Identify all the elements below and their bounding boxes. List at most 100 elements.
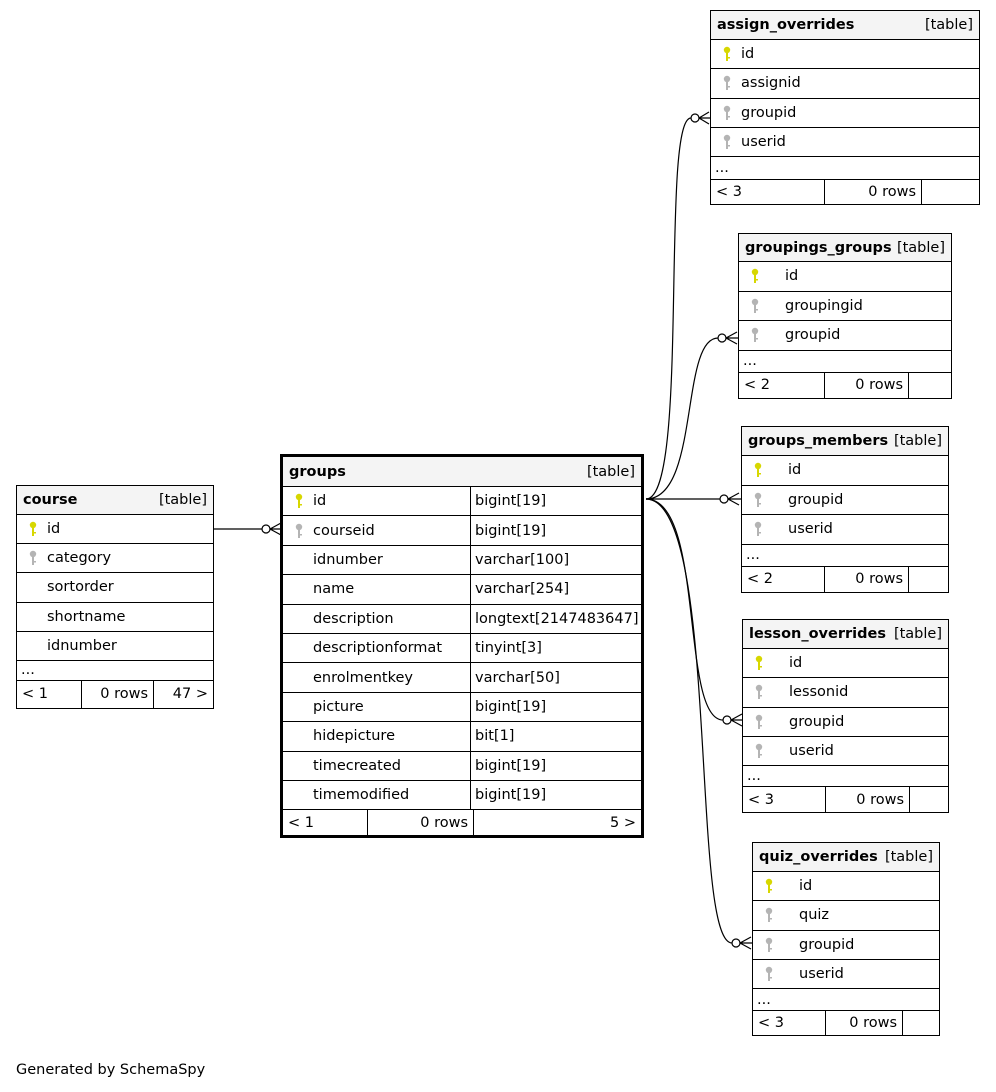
parent-count[interactable]: < 3	[758, 1015, 784, 1032]
column-name: groupid	[788, 491, 844, 508]
column-row[interactable]: userid	[711, 128, 979, 158]
column-type: varchar[50]	[475, 669, 560, 686]
column-row[interactable]: id	[17, 515, 213, 545]
table-type-tag: [table]	[924, 17, 973, 33]
more-columns-ellipsis[interactable]: ...	[743, 766, 948, 788]
child-count[interactable]: 5 >	[473, 810, 641, 836]
parent-count[interactable]: < 1	[22, 686, 48, 703]
column-row[interactable]: quiz	[753, 901, 939, 931]
column-name-cell: userid	[742, 515, 833, 544]
parent-count[interactable]: < 2	[747, 571, 773, 587]
column-row[interactable]: groupingid	[739, 292, 951, 321]
more-columns-ellipsis[interactable]: ...	[742, 545, 948, 567]
parent-count[interactable]: < 1	[288, 814, 314, 831]
table-type-tag: [table]	[893, 626, 942, 642]
child-count[interactable]	[908, 372, 951, 398]
child-count[interactable]	[909, 787, 948, 813]
child-count[interactable]	[902, 1011, 939, 1036]
column-row[interactable]: groupid	[742, 486, 948, 515]
foreign-key-icon	[759, 907, 779, 923]
column-name-cell: picture	[283, 692, 471, 722]
foreign-key-icon	[749, 714, 769, 730]
column-name: userid	[799, 966, 844, 983]
column-row[interactable]: category	[17, 544, 213, 574]
child-count[interactable]: 47 >	[153, 680, 213, 708]
column-name-cell: timemodified	[283, 780, 471, 810]
column-name-cell: userid	[753, 960, 844, 988]
table-header: lesson_overrides [table]	[743, 620, 948, 649]
more-columns-ellipsis[interactable]: ...	[753, 989, 939, 1012]
column-row[interactable]: id	[743, 649, 948, 679]
parent-count[interactable]: < 3	[748, 791, 774, 808]
foreign-key-icon	[23, 550, 43, 566]
table-name: lesson_overrides	[749, 626, 886, 642]
link-groups-groupings-groups	[645, 337, 719, 500]
column-row[interactable]: id	[739, 262, 951, 292]
primary-key-icon	[717, 46, 737, 62]
table-name: quiz_overrides	[759, 849, 878, 865]
column-name: enrolmentkey	[313, 669, 413, 686]
row-count: 0 rows	[825, 1011, 902, 1036]
more-columns-ellipsis[interactable]: ...	[739, 351, 951, 373]
more-columns-ellipsis[interactable]: ...	[17, 661, 213, 681]
column-type: bigint[19]	[475, 493, 547, 510]
column-row[interactable]: userid	[742, 515, 948, 545]
parent-count[interactable]: < 2	[744, 377, 770, 393]
column-row[interactable]: groupid	[743, 708, 948, 737]
column-row[interactable]: groupid	[711, 99, 979, 128]
column-row[interactable]: enrolmentkey varchar[50]	[283, 663, 641, 693]
column-name: idnumber	[47, 637, 117, 654]
column-row[interactable]: userid	[753, 960, 939, 990]
column-name-cell: id	[711, 40, 754, 68]
primary-key-icon	[23, 521, 43, 537]
column-row[interactable]: lessonid	[743, 678, 948, 708]
foreign-key-icon	[717, 105, 737, 121]
column-name-cell: shortname	[17, 603, 125, 631]
column-name: id	[799, 878, 813, 895]
column-row[interactable]: idnumber	[17, 632, 213, 661]
column-row[interactable]: id	[753, 872, 939, 902]
table-quiz-overrides[interactable]: quiz_overrides [table] id quiz groupid userid…	[752, 842, 940, 1037]
row-count: 0 rows	[367, 810, 473, 836]
column-row[interactable]: shortname	[17, 603, 213, 632]
column-name: shortname	[47, 608, 126, 625]
column-name-cell: userid	[711, 128, 786, 156]
column-name-cell: enrolmentkey	[283, 663, 471, 692]
column-name: descriptionformat	[313, 640, 442, 657]
column-name-cell: groupid	[711, 99, 796, 127]
table-name: groupings_groups	[745, 239, 892, 256]
column-name: quiz	[799, 907, 830, 924]
column-row[interactable]: groupid	[739, 321, 951, 351]
child-count[interactable]	[908, 566, 948, 592]
table-type-tag: [table]	[884, 849, 933, 865]
column-row[interactable]: groupid	[753, 931, 939, 960]
column-row[interactable]: userid	[743, 737, 948, 767]
column-row[interactable]: id	[742, 456, 948, 486]
column-name-cell: id	[739, 262, 798, 291]
child-count[interactable]	[921, 180, 979, 205]
column-row[interactable]: sortorder	[17, 573, 213, 603]
column-name: groupid	[799, 936, 855, 953]
more-columns-ellipsis[interactable]: ...	[711, 157, 979, 181]
primary-key-icon	[748, 462, 768, 478]
parent-count[interactable]: < 3	[716, 184, 742, 201]
column-row[interactable]: assignid	[711, 69, 979, 99]
column-name-cell: sortorder	[17, 573, 114, 601]
column-row[interactable]: id	[711, 40, 979, 70]
